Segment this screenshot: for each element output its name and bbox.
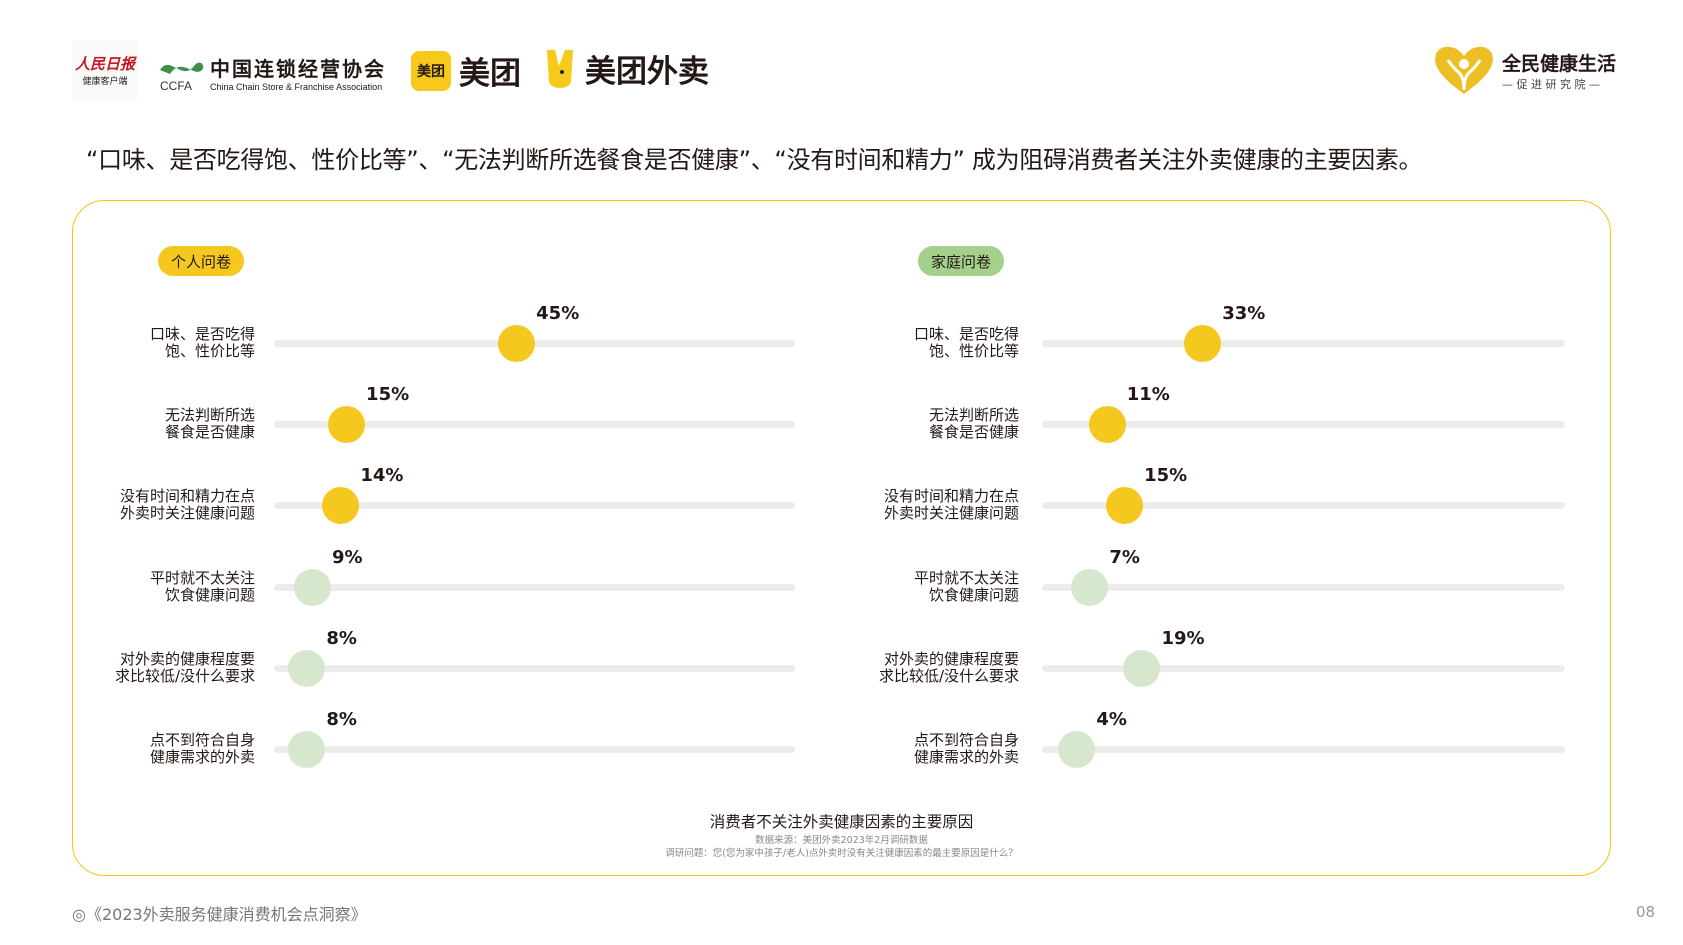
value-label: 8% <box>326 628 357 649</box>
row-label: 无法判断所选 餐食是否健康 <box>928 406 1019 441</box>
row-track <box>1042 421 1565 428</box>
row-track <box>274 421 795 428</box>
report-title: ◎《2023外卖服务健康消费机会点洞察》 <box>72 905 367 924</box>
value-label: 4% <box>1096 709 1127 730</box>
row-track <box>274 746 795 753</box>
ccfa-logo: CCFA 中国连锁经营协会 China Chain Store & Franch… <box>158 50 386 94</box>
value-dot <box>1058 731 1096 768</box>
row-track <box>274 584 795 591</box>
value-dot <box>1071 569 1109 606</box>
value-dot <box>1106 487 1144 524</box>
value-label: 19% <box>1161 628 1205 649</box>
row-label: 无法判断所选 餐食是否健康 <box>164 406 255 441</box>
logo-text: 人民日报 <box>74 55 135 73</box>
value-dot <box>288 731 326 768</box>
logo-text: 全民健康生活 <box>1502 52 1617 75</box>
svg-text:CCFA: CCFA <box>160 79 192 92</box>
logo-text: 美团外卖 <box>585 54 709 90</box>
row-label: 对外卖的健康程度要 求比较低/没什么要求 <box>878 650 1019 685</box>
kangaroo-icon <box>547 49 573 88</box>
value-dot <box>1123 650 1161 687</box>
row-track <box>1042 746 1565 753</box>
value-label: 14% <box>360 465 404 486</box>
logo-subtext: — 促 进 研 究 院 — <box>1502 77 1600 91</box>
logo-subtext: China Chain Store & Franchise Associatio… <box>210 81 383 92</box>
row-track <box>274 665 795 672</box>
meituan-app-icon: 美团 <box>411 50 451 91</box>
panel-badge: 家庭问卷 <box>918 246 1004 276</box>
data-source: 数据来源：美团外卖2023年2月调研数据 <box>755 835 928 846</box>
logo-text: 美团 <box>459 56 521 92</box>
ccfa-emblem-icon: CCFA <box>160 62 204 92</box>
row-label: 对外卖的健康程度要 求比较低/没什么要求 <box>114 650 255 685</box>
peoples-daily-logo: 人民日报 健康客户端 <box>72 40 138 100</box>
row-label: 没有时间和精力在点 外卖时关注健康问题 <box>883 487 1019 522</box>
value-label: 15% <box>1144 465 1188 486</box>
heart-person-icon <box>1435 46 1493 94</box>
value-dot <box>322 487 360 524</box>
row-label: 口味、是否吃得 饱、性价比等 <box>149 325 255 360</box>
value-dot <box>328 406 366 443</box>
meituan-logo: 美团 美团 <box>411 48 521 93</box>
value-dot <box>1184 325 1222 362</box>
row-label: 点不到符合自身 健康需求的外卖 <box>913 731 1019 766</box>
row-label: 平时就不太关注 饮食健康问题 <box>913 569 1019 604</box>
row-track <box>274 502 795 509</box>
value-label: 8% <box>326 709 357 730</box>
row-label: 点不到符合自身 健康需求的外卖 <box>149 731 255 766</box>
survey-question: 调研问题：您(您为家中孩子/老人)点外卖时没有关注健康因素的最主要原因是什么？ <box>665 848 1018 859</box>
row-label: 平时就不太关注 饮食健康问题 <box>149 569 255 604</box>
value-label: 33% <box>1222 303 1266 324</box>
value-dot <box>288 650 326 687</box>
row-track <box>1042 665 1565 672</box>
logo-subtext: 健康客户端 <box>82 77 128 87</box>
page-number: 08 <box>1636 903 1656 921</box>
row-track <box>1042 584 1565 591</box>
health-life-institute-logo: 全民健康生活 — 促 进 研 究 院 — <box>1432 44 1616 96</box>
value-dot <box>1088 406 1126 443</box>
value-label: 7% <box>1109 547 1140 568</box>
row-label: 口味、是否吃得 饱、性价比等 <box>913 325 1019 360</box>
value-dot <box>498 325 536 362</box>
logo-text: 中国连锁经营协会 <box>210 56 386 81</box>
chart-card <box>72 200 1611 876</box>
value-dot <box>294 569 332 606</box>
row-track <box>1042 502 1565 509</box>
headline: “口味、是否吃得饱、性价比等”、“无法判断所选餐食是否健康”、“没有时间和精力”… <box>86 146 1423 174</box>
value-label: 11% <box>1126 384 1170 405</box>
row-track <box>1042 340 1565 347</box>
chart-title: 消费者不关注外卖健康因素的主要原因 <box>709 813 974 831</box>
meituan-waimai-logo: 美团外卖 <box>543 46 709 91</box>
value-label: 45% <box>536 303 580 324</box>
row-label: 没有时间和精力在点 外卖时关注健康问题 <box>119 487 255 522</box>
value-label: 15% <box>366 384 410 405</box>
panel-badge: 个人问卷 <box>158 246 244 276</box>
value-label: 9% <box>332 547 363 568</box>
